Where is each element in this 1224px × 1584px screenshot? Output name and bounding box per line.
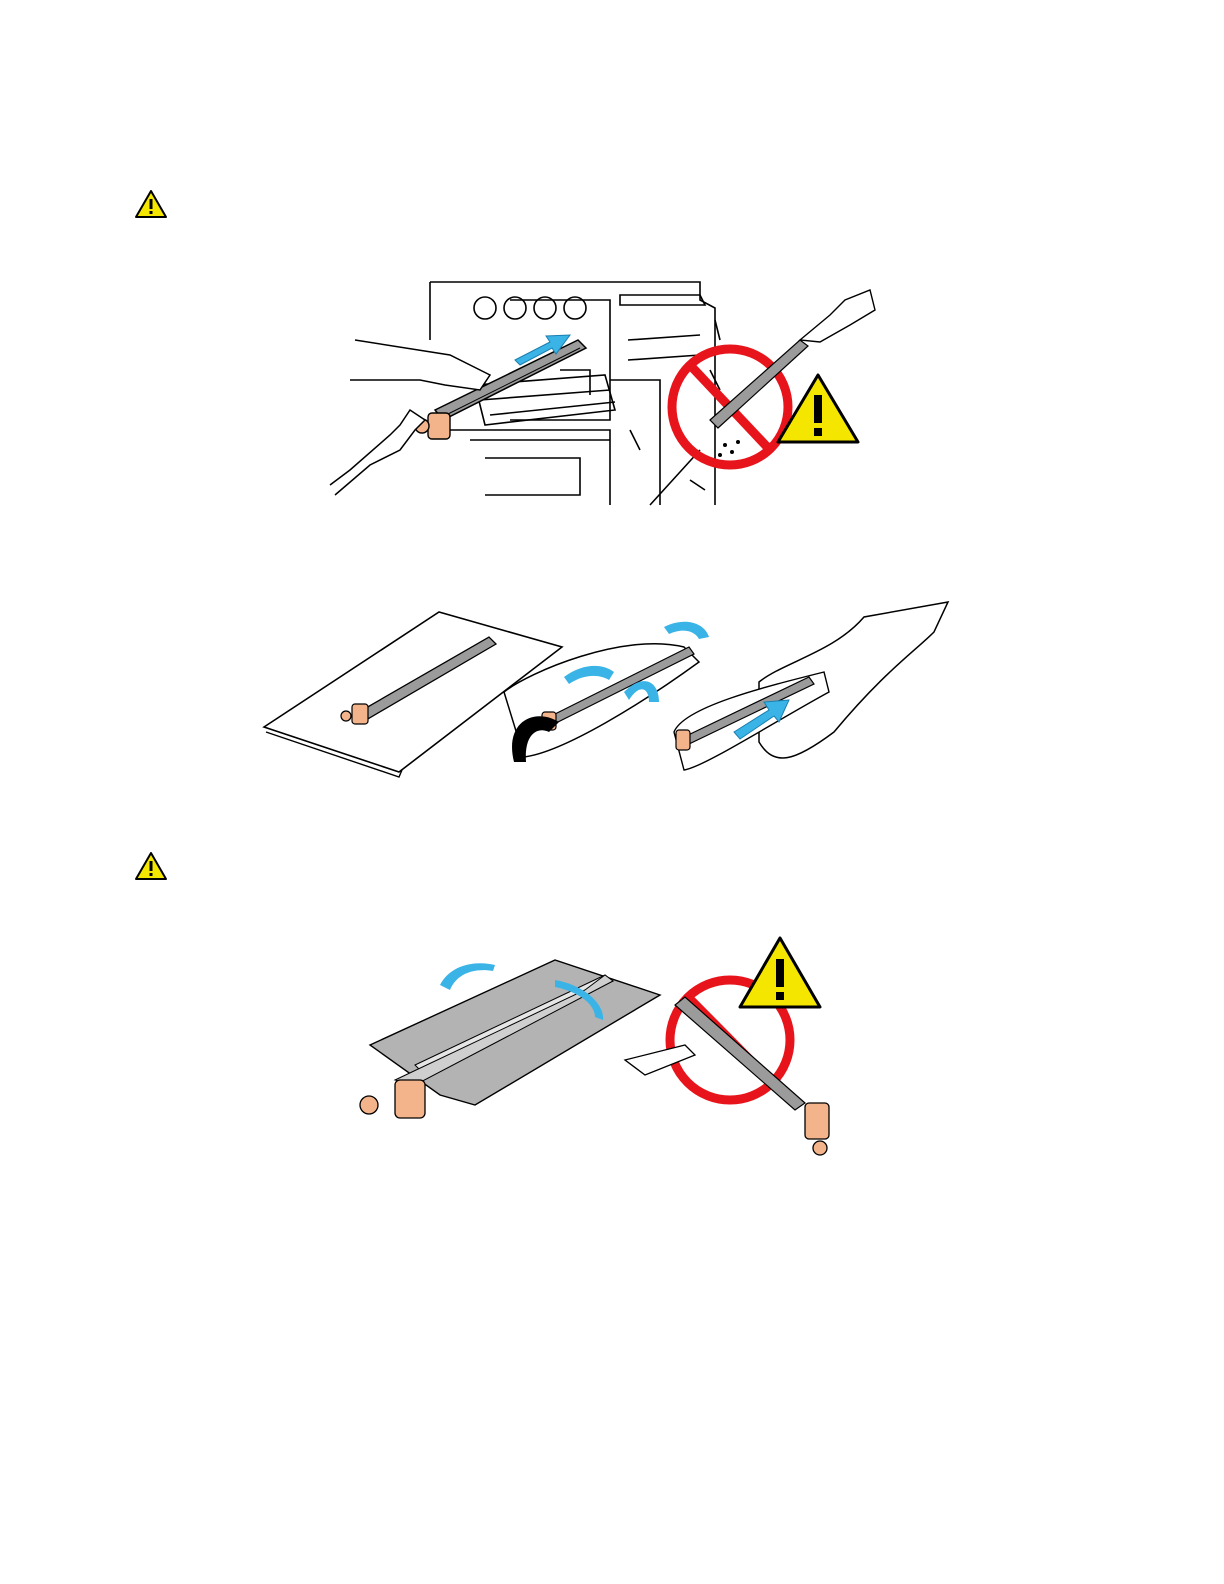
drum-cover-illustration (355, 935, 860, 1160)
figure-bag-drum (264, 592, 948, 777)
drum-wrap-in-bag-illustration (264, 592, 948, 777)
figure-remove-drum (330, 280, 870, 505)
printer-drum-removal-illustration (330, 280, 870, 505)
caution-icon-bottom (134, 851, 168, 881)
figure-drum-cover (355, 935, 860, 1160)
warning-triangle-icon (134, 189, 168, 219)
warning-triangle-icon (134, 851, 168, 881)
caution-icon-top (134, 189, 168, 219)
